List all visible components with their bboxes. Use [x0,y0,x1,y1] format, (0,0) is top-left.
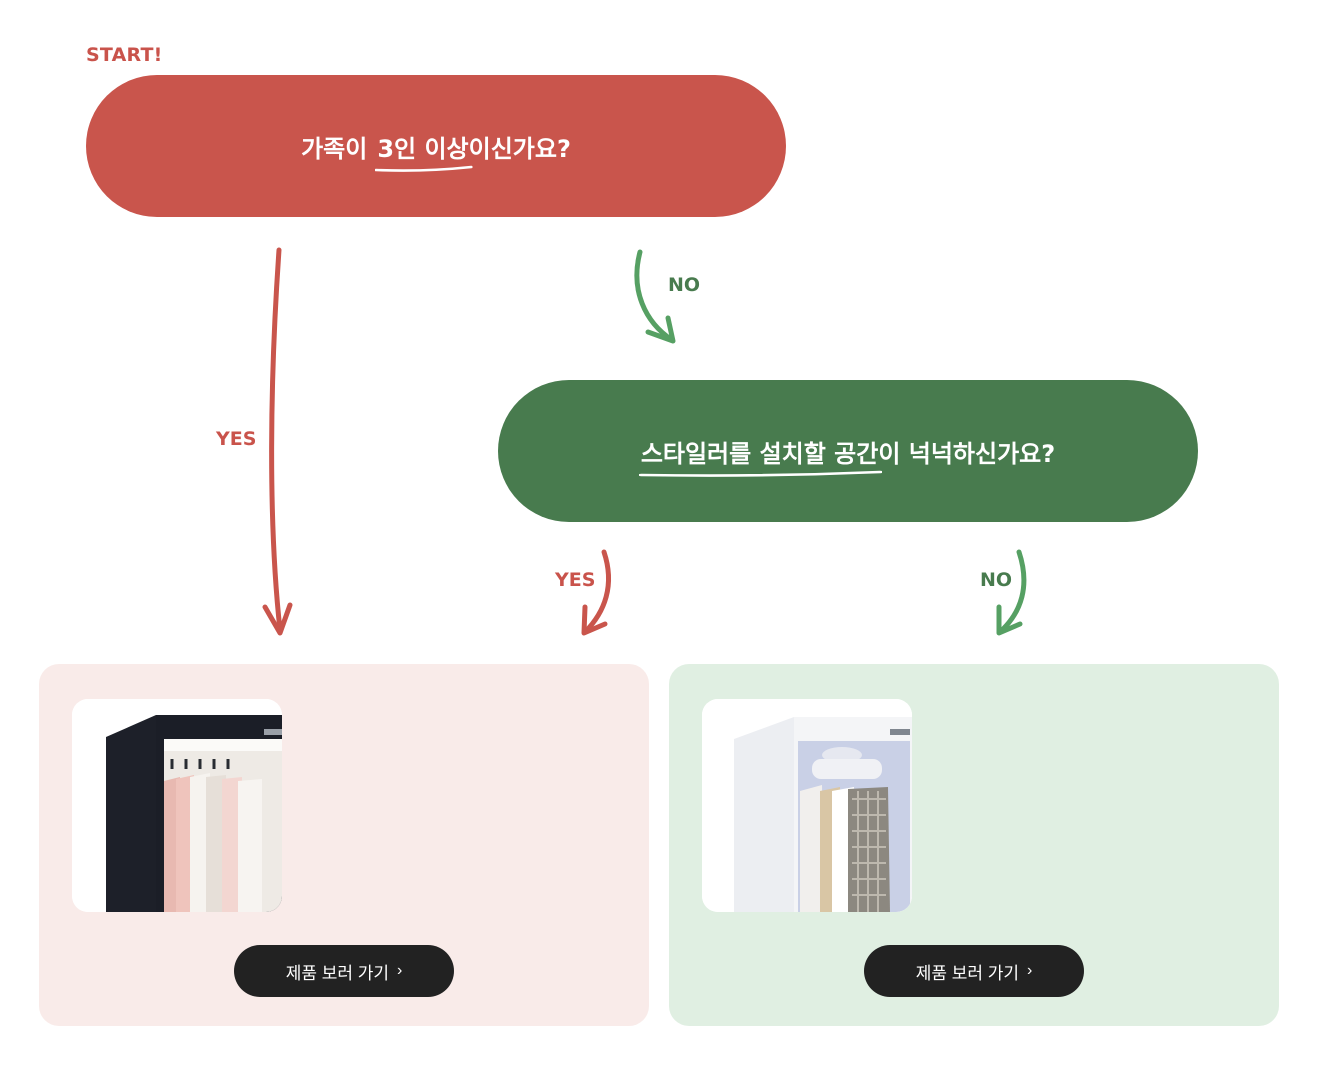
dark-styler-illustration [72,699,282,912]
view-product-button[interactable]: 제품 보러 가기 › [234,945,454,997]
product-image-white-styler [702,699,912,912]
question-2-highlight: 스타일러를 설치할 공간 [638,434,883,477]
view-product-button[interactable]: 제품 보러 가기 › [864,945,1084,997]
arrow-q1-yes [262,247,293,636]
question-2-after: 이 넉넉하신가요? [878,439,1056,468]
result-card-dark-styler: 제품 보러 가기 › [39,664,649,1026]
question-2-highlight-text: 스타일러를 설치할 공간 [640,439,879,468]
edge-label-q1-yes: YES [216,428,257,450]
underline-stroke [638,470,883,477]
edge-label-q2-yes: YES [555,569,596,591]
question-1-highlight-text: 3인 이상 [377,134,469,163]
arrow-q1-no [634,249,676,344]
chevron-right-icon: › [396,962,403,979]
white-styler-illustration [702,699,912,912]
question-1-after: 이신가요? [468,134,571,163]
edge-label-q2-no: NO [980,569,1013,591]
result-card-white-styler: 제품 보러 가기 › [669,664,1279,1026]
view-product-label: 제품 보러 가기 [915,963,1019,983]
question-1-before: 가족이 [301,134,368,163]
arrow-q2-yes [581,549,612,636]
product-image-dark-styler [72,699,282,912]
start-label: START! [86,44,163,66]
chevron-right-icon: › [1026,962,1033,979]
underline-stroke [375,165,473,172]
edge-label-q1-no: NO [668,274,701,296]
question-1-highlight: 3인 이상 [375,129,473,172]
view-product-label: 제품 보러 가기 [285,963,389,983]
arrow-q2-no [996,549,1027,636]
